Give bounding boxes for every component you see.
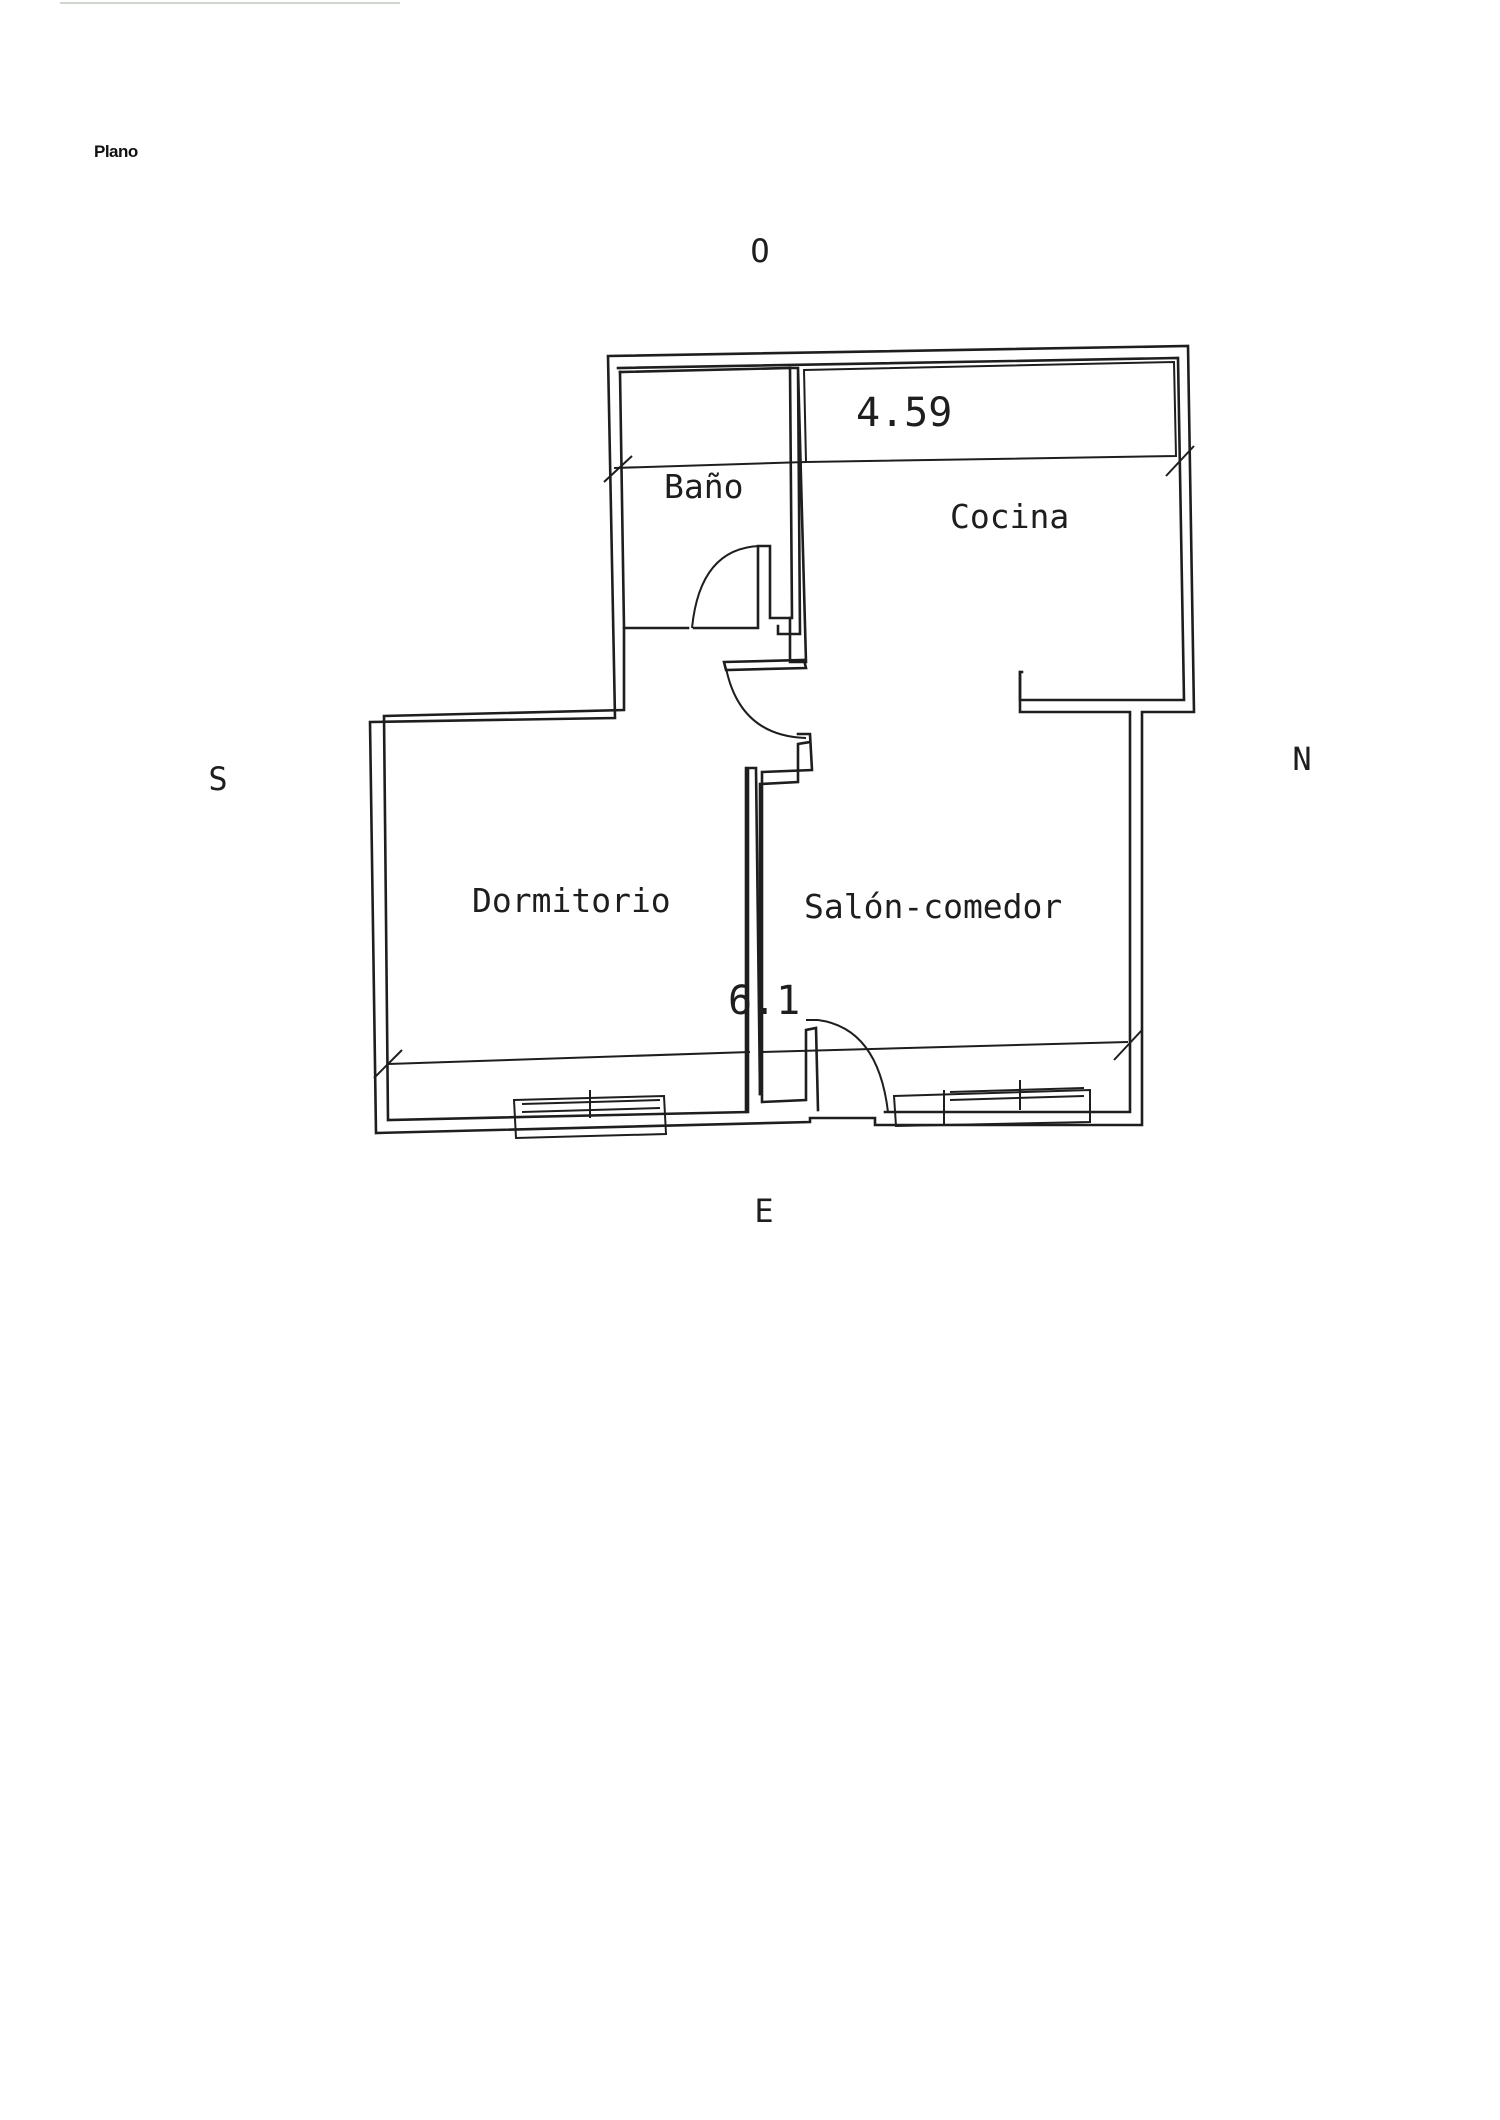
compass-west: O xyxy=(750,232,769,270)
page-title: Plano xyxy=(94,142,138,161)
entrance-door-swing xyxy=(817,1019,889,1113)
bedroom-window xyxy=(512,1094,668,1140)
compass-north: N xyxy=(1292,740,1311,778)
width-dimension: 4.59 xyxy=(856,390,952,436)
dimension-tick xyxy=(603,455,633,483)
living-dimension-line xyxy=(761,1041,1129,1053)
outer-wall-outer xyxy=(368,344,1196,1135)
dimension-tick xyxy=(373,1049,403,1079)
living-window xyxy=(892,1088,1091,1128)
bathroom-outer-left xyxy=(382,626,762,1122)
bathroom-dimension-line xyxy=(613,461,807,469)
dimension-tick xyxy=(1165,445,1195,477)
length-dimension: 6.1 xyxy=(728,978,800,1024)
hall-door-swing xyxy=(725,667,807,739)
bathroom-door-swing xyxy=(691,545,761,629)
right-wall-inner xyxy=(883,670,1132,1114)
hall-jamb-lower xyxy=(760,732,820,1112)
bathroom-walls xyxy=(618,366,794,630)
living-left-wall xyxy=(744,740,812,1114)
bath-kitchen-wall xyxy=(776,366,808,664)
bedroom-dimension-line xyxy=(387,1051,751,1065)
hall-jamb-upper xyxy=(722,658,808,672)
window-pane xyxy=(949,1095,1085,1101)
room-label-bedroom: Dormitorio xyxy=(472,881,671,920)
room-label-kitchen: Cocina xyxy=(950,497,1069,536)
compass-east: E xyxy=(754,1192,773,1230)
dimension-tick xyxy=(1113,1029,1143,1061)
compass-south: S xyxy=(208,760,227,798)
kitchen-counter xyxy=(802,360,1178,464)
room-label-living: Salón-comedor xyxy=(804,887,1062,926)
window-pane xyxy=(949,1087,1085,1093)
room-label-bathroom: Baño xyxy=(664,467,743,506)
